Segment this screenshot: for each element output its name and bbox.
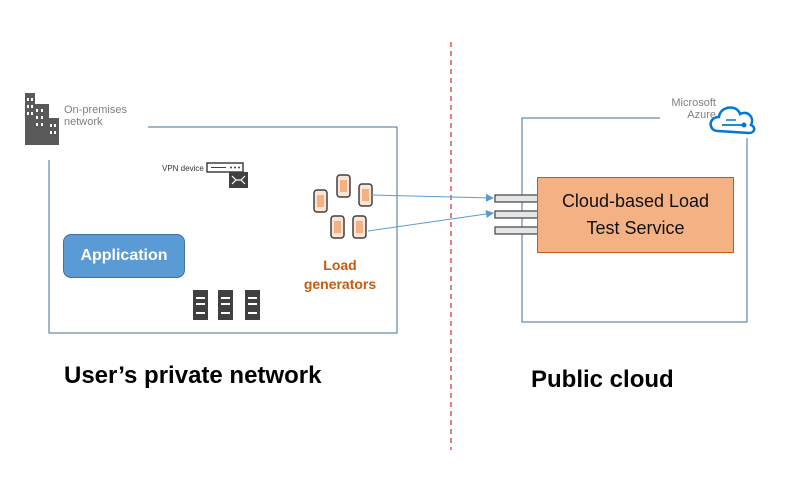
building-icon xyxy=(25,93,59,145)
onprem-network-label: On-premises network xyxy=(64,104,127,128)
connection-arrow xyxy=(367,210,494,232)
public-cloud-frame xyxy=(521,117,748,323)
server-icon xyxy=(193,290,260,320)
private-network-caption: User’s private network xyxy=(64,362,322,389)
vpn-router-icon xyxy=(206,162,248,188)
connection-arrow xyxy=(371,193,494,202)
vpn-device-label: VPN device xyxy=(162,164,204,173)
load-generator-icon xyxy=(313,174,373,239)
application-box: Application xyxy=(63,234,185,278)
public-cloud-caption: Public cloud xyxy=(531,366,674,393)
load-generators-label: Load generators xyxy=(303,257,377,292)
cloud-load-test-service-box: Cloud-based Load Test Service xyxy=(537,177,734,253)
azure-label: Microsoft Azure xyxy=(671,97,716,121)
azure-cloud-icon xyxy=(709,106,756,135)
private-network-frame xyxy=(48,126,398,334)
